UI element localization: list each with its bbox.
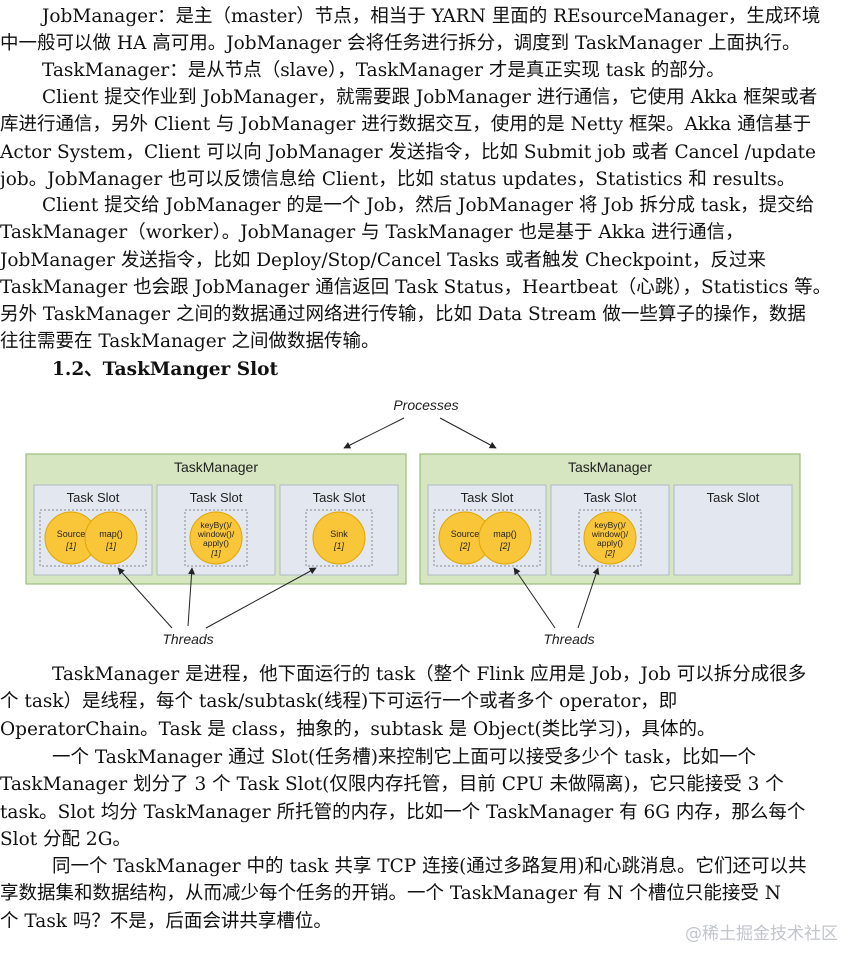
- watermark: @稀土掘金技术社区: [685, 924, 838, 944]
- operator-label: keyBy()/: [594, 520, 626, 530]
- operator-circle: [312, 511, 366, 565]
- text-line: 中一般可以做 HA 高可用。JobManager 会将任务进行拆分，调度到 Ta…: [0, 33, 801, 55]
- operator-index: [2]: [499, 541, 511, 551]
- text-line: Client 提交给 JobManager 的是一个 Job，然后 JobMan…: [42, 195, 815, 216]
- taskmanager-box-2: TaskManager Task Slot Source [2] map() […: [419, 453, 801, 585]
- operator-label: Source: [57, 529, 86, 539]
- task-slot: Task Slot Source [1] map() [1]: [33, 484, 153, 576]
- paragraph-shared: 同一个 TaskManager 中的 task 共享 TCP 连接(通过多路复用…: [0, 853, 862, 935]
- paragraph-jobmanager: JobManager：是主（master）节点，相当于 YARN 里面的 REs…: [0, 3, 862, 58]
- text-line: 往往需要在 TaskManager 之间做数据传输。: [0, 331, 380, 353]
- task-slot: Task Slot Source [2] map() [2]: [427, 484, 547, 576]
- operator-label: apply(): [203, 538, 229, 548]
- operator-label: window()/: [591, 529, 629, 539]
- section-heading: 1.2、TaskManger Slot: [52, 359, 278, 380]
- task-slot-title: Task Slot: [67, 490, 120, 505]
- text-line: JobManager 发送指令，比如 Deploy/Stop/Cancel Ta…: [0, 249, 766, 271]
- text-line: JobManager：是主（master）节点，相当于 YARN 里面的 REs…: [42, 6, 821, 27]
- processes-label: Processes: [393, 397, 458, 413]
- threads-arrow: [513, 567, 556, 629]
- operator-circle: [478, 511, 532, 565]
- task-slot-title: Task Slot: [313, 490, 366, 505]
- text-line: 享数据集和数据结构，从而减少每个任务的开销。一个 TaskManager 有 N…: [0, 883, 781, 905]
- text-line: TaskManager（worker）。JobManager 与 TaskMan…: [0, 222, 744, 244]
- text-line: TaskManager 是进程，他下面运行的 task（整个 Flink 应用是…: [52, 664, 807, 685]
- paragraph-taskmanager: TaskManager：是从节点（slave），TaskManager 才是真正…: [0, 57, 862, 84]
- text-line: 另外 TaskManager 之间的数据通过网络进行传输，比如 Data Str…: [0, 304, 806, 326]
- operator-label: map(): [493, 529, 517, 539]
- text-line: Slot 分配 2G。: [0, 828, 131, 850]
- text-line: Client 提交作业到 JobManager，就需要跟 JobManager …: [42, 87, 818, 108]
- operator-label: keyBy()/: [200, 520, 232, 530]
- paragraph-process-thread: TaskManager 是进程，他下面运行的 task（整个 Flink 应用是…: [0, 661, 862, 743]
- paragraph-client: Client 提交作业到 JobManager，就需要跟 JobManager …: [0, 84, 862, 193]
- processes-arrow-left: [343, 417, 405, 449]
- text-line: TaskManager：是从节点（slave），TaskManager 才是真正…: [42, 60, 725, 81]
- operator-label: Source: [451, 529, 480, 539]
- operator-circle: [583, 511, 637, 565]
- task-slot-title: Task Slot: [584, 490, 637, 505]
- task-slot-title: Task Slot: [707, 490, 760, 505]
- threads-arrow: [577, 567, 600, 629]
- operator-label: apply(): [597, 538, 623, 548]
- operator-label: window()/: [197, 529, 235, 539]
- text-line: 个 Task 吗？不是，后面会讲共享槽位。: [0, 910, 332, 932]
- task-slot: Task Slot keyBy()/ window()/ apply() [2]: [550, 484, 670, 576]
- task-slot: Task Slot: [673, 484, 793, 576]
- threads-label-right: Threads: [543, 631, 594, 647]
- operator-index: [1]: [65, 541, 77, 551]
- text-line: TaskManager 划分了 3 个 Task Slot(仅限内存托管，目前 …: [0, 774, 784, 796]
- operator-index: [2]: [604, 548, 615, 558]
- operator-label: Sink: [330, 529, 348, 539]
- text-line: task。Slot 均分 TaskManager 所托管的内存，比如一个 Tas…: [0, 801, 806, 823]
- taskmanager-slot-diagram: Processes TaskManager Task Slot Source […: [25, 397, 801, 647]
- paragraph-client-job: Client 提交给 JobManager 的是一个 Job，然后 JobMan…: [0, 192, 862, 356]
- taskmanager-title: TaskManager: [174, 459, 258, 475]
- text-line: OperatorChain。Task 是 class，抽象的，subtask 是…: [0, 718, 716, 740]
- task-slot-title: Task Slot: [190, 490, 243, 505]
- threads-label-left: Threads: [162, 631, 213, 647]
- threads-arrow: [205, 567, 317, 629]
- text-line: 同一个 TaskManager 中的 task 共享 TCP 连接(通过多路复用…: [52, 856, 807, 877]
- operator-label: map(): [99, 529, 123, 539]
- text-line: TaskManager 也会跟 JobManager 通信返回 Task Sta…: [0, 276, 832, 298]
- text-line: 个 task）是线程，每个 task/subtask(线程)下可运行一个或者多个…: [0, 691, 678, 713]
- text-line: 库进行通信，另外 Client 与 JobManager 进行数据交互，使用的是…: [0, 114, 812, 136]
- text-line: Actor System，Client 可以向 JobManager 发送指令，…: [0, 141, 816, 163]
- operator-index: [2]: [459, 541, 471, 551]
- taskmanager-title: TaskManager: [568, 459, 652, 475]
- paragraph-slot: 一个 TaskManager 通过 Slot(任务槽)来控制它上面可以接受多少个…: [0, 744, 862, 853]
- taskmanager-box-1: TaskManager Task Slot Source [1] map() […: [25, 453, 407, 585]
- threads-arrow: [187, 567, 196, 627]
- operator-circle: [84, 511, 138, 565]
- task-slot: Task Slot keyBy()/ window()/ apply() [1]: [156, 484, 276, 576]
- task-slot: Task Slot Sink [1]: [279, 484, 399, 576]
- text-line: job。JobManager 也可以反馈信息给 Client，比如 status…: [0, 168, 796, 190]
- operator-index: [1]: [333, 541, 345, 551]
- operator-index: [1]: [210, 548, 221, 558]
- operator-circle: [189, 511, 243, 565]
- task-slot-title: Task Slot: [461, 490, 514, 505]
- text-line: 一个 TaskManager 通过 Slot(任务槽)来控制它上面可以接受多少个…: [52, 747, 756, 768]
- processes-arrow-right: [439, 417, 497, 449]
- operator-index: [1]: [105, 541, 117, 551]
- threads-arrow: [117, 567, 173, 629]
